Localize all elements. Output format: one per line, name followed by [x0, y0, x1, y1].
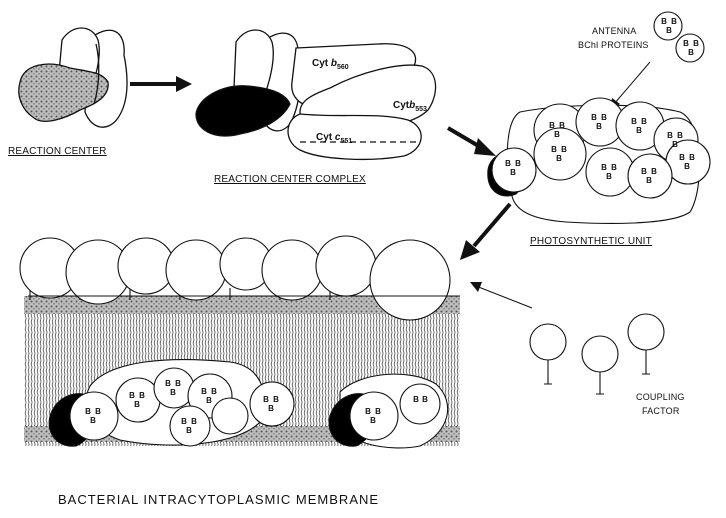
bchl-glyph: B: [165, 379, 171, 388]
arrow-coupling-to-membrane: [476, 286, 532, 308]
bchl-glyph: B: [693, 39, 699, 48]
bchl-glyph: B: [561, 145, 567, 154]
antenna-label-line1: ANTENNA: [592, 26, 636, 36]
bchl-glyph: B: [636, 126, 642, 135]
bchl-glyph: B: [667, 131, 673, 140]
photosynthetic-unit-label: PHOTOSYNTHETIC UNIT: [530, 236, 652, 247]
coupling-label-line1: COUPLING: [636, 392, 685, 402]
reaction-center-complex-label: REACTION CENTER COMPLEX: [214, 174, 366, 185]
bchl-glyph: B: [273, 395, 279, 404]
reaction-center-figure: [19, 28, 127, 127]
bchl-glyph: B: [554, 130, 560, 139]
bchl-glyph: B: [661, 17, 667, 26]
bchl-glyph: B: [641, 167, 647, 176]
bchl-glyph: B: [510, 168, 516, 177]
arrow-rc-to-complex: [130, 76, 192, 92]
bchl-glyph: B: [679, 153, 685, 162]
bchl-glyph: B: [365, 407, 371, 416]
bchl-glyph: B: [211, 387, 217, 396]
arrow-complex-to-unit: [448, 128, 496, 156]
bchl-glyph: B: [688, 48, 694, 57]
bchl-glyph: B: [139, 391, 145, 400]
bchl-glyph: B: [505, 159, 511, 168]
arrow-unit-to-membrane: [474, 204, 510, 246]
bchl-glyph: B: [268, 404, 274, 413]
bchl-glyph: B: [646, 176, 652, 185]
bchl-glyph: B: [591, 113, 597, 122]
arrow-antenna-to-unit: [614, 62, 650, 104]
bchl-glyph: B: [606, 172, 612, 181]
bchl-glyph: B: [631, 117, 637, 126]
bchl-glyph: B: [201, 387, 207, 396]
membrane-caption: BACTERIAL INTRACYTOPLASMIC MEMBRANE: [58, 492, 379, 507]
photosynthetic-unit-figure: [488, 98, 710, 223]
bchl-glyph: B: [206, 396, 212, 405]
bchl-glyph: B: [683, 39, 689, 48]
bchl-glyph: B: [596, 122, 602, 131]
bchl-glyph: B: [559, 121, 565, 130]
bchl-glyph: B: [370, 416, 376, 425]
bchl-glyph: B: [170, 388, 176, 397]
bchl-glyph: B: [671, 17, 677, 26]
bchl-glyph: B: [175, 379, 181, 388]
bchl-glyph: B: [422, 395, 428, 404]
bchl-glyph: B: [181, 417, 187, 426]
bchl-glyph: B: [375, 407, 381, 416]
bchl-glyph: B: [556, 154, 562, 163]
bchl-glyph: B: [666, 26, 672, 35]
bchl-glyph: B: [129, 391, 135, 400]
bchl-glyph: B: [85, 407, 91, 416]
bchl-glyph: B: [611, 163, 617, 172]
bchl-glyph: B: [515, 159, 521, 168]
bchl-glyph: B: [134, 400, 140, 409]
membrane-figure: [20, 236, 460, 448]
bchl-glyph: B: [641, 117, 647, 126]
bchl-glyph: B: [186, 426, 192, 435]
coupling-factor-figure: [530, 314, 664, 394]
bchl-glyph: B: [601, 113, 607, 122]
bchl-glyph: B: [551, 145, 557, 154]
bchl-glyph: B: [672, 140, 678, 149]
bchl-glyph: B: [413, 395, 419, 404]
bchl-glyph: B: [95, 407, 101, 416]
antenna-label-line2: BChl PROTEINS: [578, 40, 649, 50]
bchl-glyph: B: [651, 167, 657, 176]
bchl-glyph: B: [689, 153, 695, 162]
bchl-glyph: B: [263, 395, 269, 404]
bchl-glyph: B: [549, 121, 555, 130]
bchl-glyph: B: [90, 416, 96, 425]
bchl-glyph: B: [191, 417, 197, 426]
reaction-center-label: REACTION CENTER: [8, 146, 107, 157]
bchl-glyph: B: [684, 162, 690, 171]
coupling-label-line2: FACTOR: [642, 406, 680, 416]
bchl-glyph: B: [677, 131, 683, 140]
bchl-glyph: B: [601, 163, 607, 172]
